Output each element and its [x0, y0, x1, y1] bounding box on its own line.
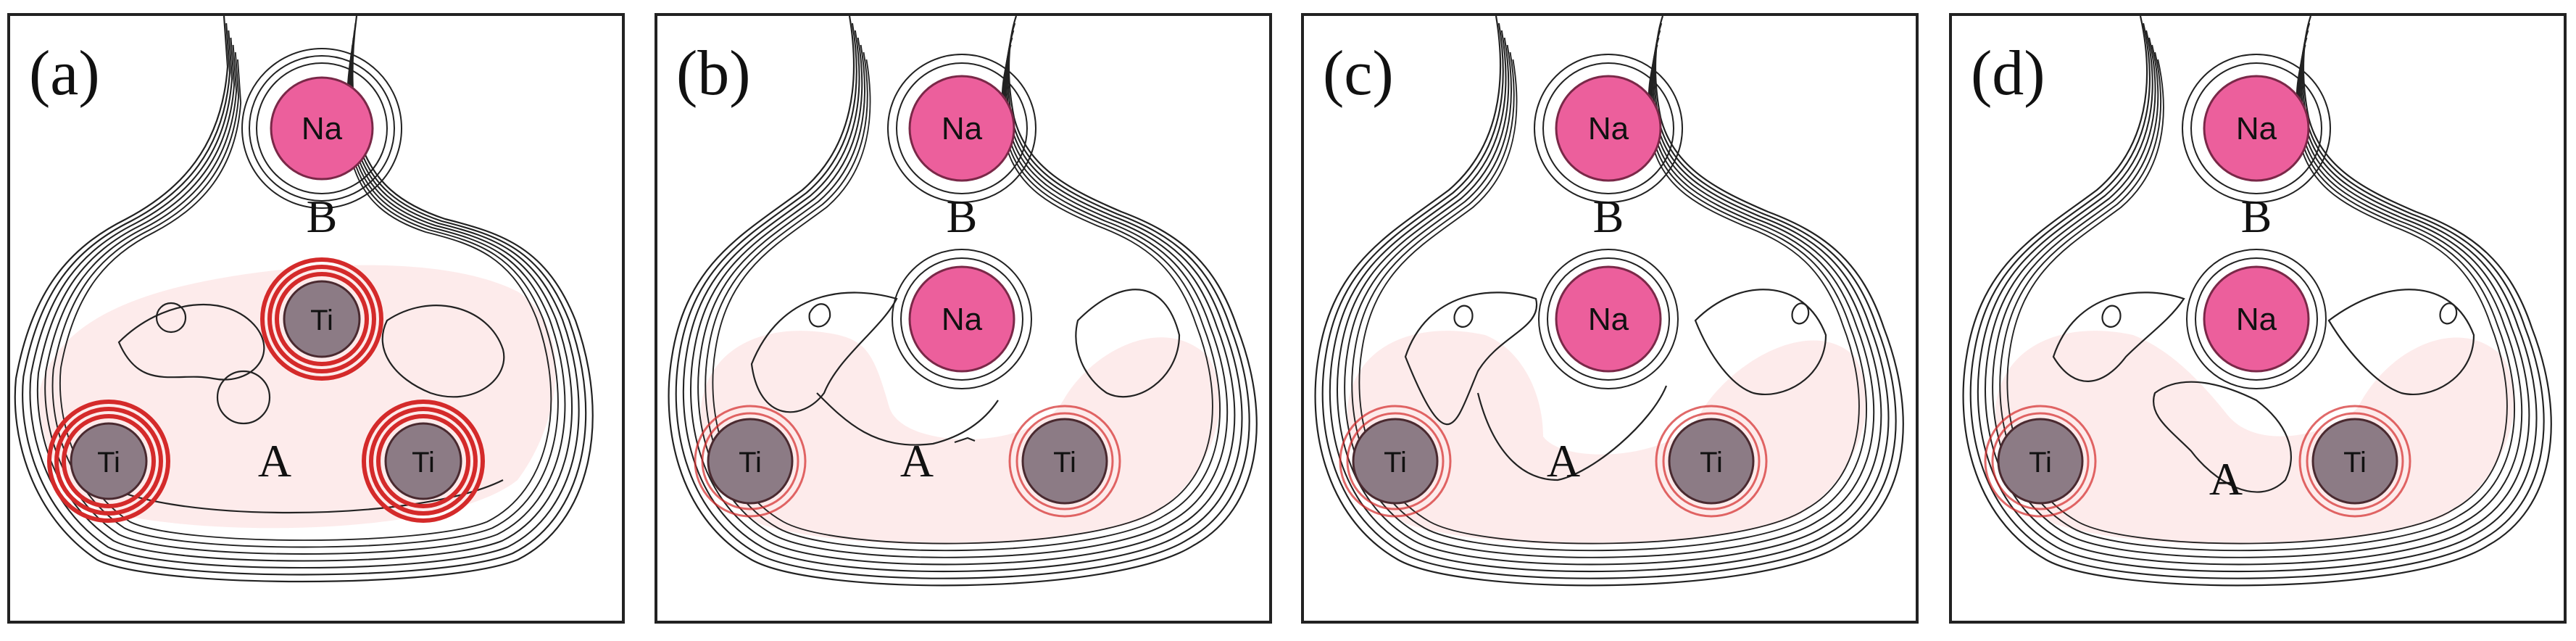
- contour-map-d: Na Na Ti Ti B A: [1962, 16, 2552, 587]
- site-label-a: A: [2209, 453, 2243, 505]
- na-atom-top: [2203, 75, 2310, 182]
- site-label-a: A: [1547, 435, 1580, 487]
- atom-label-bottom-left: Ti: [97, 447, 120, 479]
- atom-label-bottom-right: Ti: [1700, 447, 1723, 479]
- site-label-b: B: [1593, 191, 1624, 242]
- ti-atom-bottom-right: [2311, 418, 2398, 505]
- ti-ring-center-a: [260, 257, 383, 381]
- site-label-b: B: [2241, 191, 2272, 242]
- atom-label-top: Na: [942, 111, 983, 146]
- atom-label-center: Ti: [310, 305, 333, 336]
- contour-map-c: Na Na Ti Ti B A: [1314, 16, 1904, 587]
- atom-label-bottom-right: Ti: [2343, 447, 2367, 479]
- atom-label-bottom-left: Ti: [739, 447, 762, 479]
- ti-atom-bottom-right: [384, 422, 462, 500]
- panel-label: (c): [1323, 38, 1394, 109]
- site-label-a: A: [900, 435, 934, 487]
- panel-label: (d): [1971, 38, 2045, 109]
- panel-b: Na Na Ti Ti B A (b): [655, 13, 1272, 624]
- ti-atom-bottom-right: [1668, 418, 1755, 505]
- atom-label-center: Na: [942, 302, 983, 337]
- na-atom-center: [1555, 265, 1662, 373]
- contour-map-a: Na Ti Ti Ti B A: [14, 16, 594, 583]
- atom-label-bottom-right: Ti: [412, 447, 435, 479]
- ti-atom-bottom-left: [1997, 418, 2084, 505]
- na-atom-top: [270, 76, 374, 181]
- ti-atom-center: [283, 280, 361, 358]
- ti-atom-bottom-right: [1021, 418, 1108, 505]
- panel-a: Na Ti Ti Ti B A (a): [7, 13, 625, 624]
- na-atom-top: [908, 75, 1015, 182]
- atom-label-bottom-left: Ti: [2029, 447, 2052, 479]
- panel-label: (b): [676, 38, 751, 109]
- atom-label-center: Na: [1588, 302, 1629, 337]
- ti-atom-bottom-left: [70, 422, 148, 500]
- contour-map-b: Na Na Ti Ti B A: [668, 16, 1258, 587]
- atom-label-top: Na: [1588, 111, 1629, 146]
- na-atom-center: [908, 265, 1015, 373]
- atom-label-center: Na: [2236, 302, 2277, 337]
- site-label-a: A: [258, 435, 291, 487]
- panel-c: Na Na Ti Ti B A (c): [1301, 13, 1919, 624]
- na-atom-top: [1555, 75, 1662, 182]
- na-atom-center: [2203, 265, 2310, 373]
- panel-d: Na Na Ti Ti B A (d): [1949, 13, 2567, 624]
- ti-atom-bottom-left: [1352, 418, 1439, 505]
- atom-label-top: Na: [2236, 111, 2277, 146]
- panel-label: (a): [29, 38, 100, 109]
- atom-label-bottom-left: Ti: [1384, 447, 1407, 479]
- site-label-b: B: [307, 191, 338, 242]
- atom-label-top: Na: [302, 111, 343, 146]
- ti-atom-bottom-left: [707, 418, 794, 505]
- atom-label-bottom-right: Ti: [1053, 447, 1076, 479]
- site-label-b: B: [947, 191, 978, 242]
